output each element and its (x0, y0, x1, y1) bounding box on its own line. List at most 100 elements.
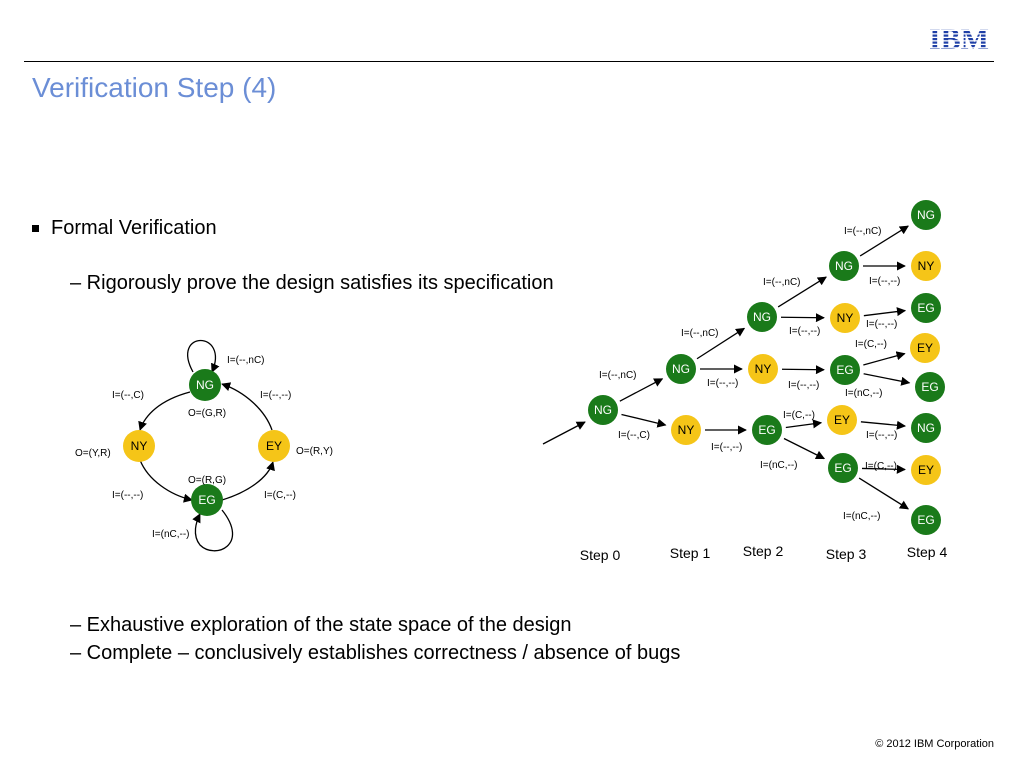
tree-node-s3e (828, 453, 858, 483)
tree-node-label-s3c: EG (836, 363, 853, 377)
fsm-state-ng (189, 369, 221, 401)
tree-edges: I=(--,nC) I=(--,C) I=(--,nC) I=(--,--) I=(--… (599, 225, 911, 522)
fsm-state-ng-label: NG (196, 378, 214, 392)
tree-node-s4a (911, 200, 941, 230)
tree-edge-label-s1a-s2a: I=(--,nC) (681, 328, 719, 339)
tree-step-label-1: Step 1 (670, 545, 711, 561)
tree-edge-s3d-s4f (860, 420, 907, 430)
tree-node-label-s2b: NY (755, 362, 772, 376)
fsm-state-ny-label: NY (131, 439, 148, 453)
tree-node-s4h (911, 505, 941, 535)
fsm-label-ng-ng: I=(--,nC) (227, 355, 265, 366)
tree-edge-s3e-s4g (861, 464, 906, 474)
tree-edge-label-s2a-s3a: I=(--,nC) (763, 277, 801, 288)
tree-edge-s3b-s4c (863, 307, 907, 317)
tree-node-s3d (827, 405, 857, 435)
tree-node-label-s0: NG (594, 403, 612, 417)
fsm-label-ny-eg: I=(--,--) (112, 490, 143, 501)
tree-edge-label-s3e-s4g: I=(C,--) (865, 461, 897, 472)
tree-edge-label-s1a-s2b: I=(--,--) (707, 378, 738, 389)
tree-node-label-s3e: EG (834, 461, 851, 475)
tree-edge-label-s2b-s3c: I=(--,--) (788, 380, 819, 391)
tree-edge-label-s2a-s3b: I=(--,--) (789, 326, 820, 337)
fsm-diagram: I=(--,nC) I=(--,C) I=(--,--) I=(--,--) I… (75, 340, 333, 552)
tree-edge-label-s3e-s4h: I=(nC,--) (843, 511, 881, 522)
tree-node-s1a (666, 354, 696, 384)
sub-bullet-rigorous: – Rigorously prove the design satisfies … (70, 272, 554, 294)
tree-edge-s3c-s4e (863, 373, 911, 386)
header-rule (24, 61, 994, 62)
tree-node-s1b (671, 415, 701, 445)
fsm-state-ny (123, 430, 155, 462)
bullet-formal-verification: Formal Verification (32, 217, 217, 240)
ibm-logo: IBM (929, 24, 989, 52)
tree-edge-s2c-s3e (783, 437, 826, 460)
tree-node-s2a (747, 302, 777, 332)
tree-step-label-0: Step 0 (580, 547, 621, 563)
tree-node-label-s3b: NY (837, 311, 854, 325)
tree-node-s4b (911, 251, 941, 281)
fsm-output-ny: O=(Y,R) (75, 448, 111, 459)
tree-edge-s2a-s3a (777, 276, 827, 308)
tree-node-s3a (829, 251, 859, 281)
tree-node-label-s4h: EG (917, 513, 934, 527)
tree-node-s4g (911, 455, 941, 485)
fsm-state-eg (191, 484, 223, 516)
tree-node-s0 (588, 395, 618, 425)
tree-node-label-s3d: EY (834, 413, 850, 427)
tree-step-label-2: Step 2 (743, 543, 784, 559)
fsm-edge-ng-ng (187, 340, 220, 373)
tree-node-label-s1b: NY (678, 423, 695, 437)
fsm-output-ng: O=(G,R) (188, 408, 226, 419)
tree-step-label-4: Step 4 (907, 544, 948, 560)
fsm-state-ey-label: EY (266, 439, 282, 453)
tree-node-label-s4c: EG (917, 301, 934, 315)
tree-edge-label-s2c-s3e: I=(nC,--) (760, 460, 798, 471)
svg-text:IBM: IBM (929, 24, 989, 52)
tree-node-s4e (915, 372, 945, 402)
tree-edge-s3a-s4a (859, 225, 909, 257)
tree-node-label-s4e: EG (921, 380, 938, 394)
tree-initial-arrow (542, 421, 586, 445)
fsm-state-eg-label: EG (198, 493, 215, 507)
tree-node-s2c (752, 415, 782, 445)
tree-edge-s2a-s3b (780, 313, 825, 323)
tree-edge-label-s3c-s4d: I=(C,--) (855, 339, 887, 350)
tree-step-label-3: Step 3 (826, 546, 867, 562)
tree-edge-label-s0-s1b: I=(--,C) (618, 430, 650, 441)
tree-step-labels: Step 0 Step 1 Step 2 Step 3 Step 4 (580, 543, 948, 563)
tree-node-label-s4f: NG (917, 421, 935, 435)
tree-node-s2b (748, 354, 778, 384)
fsm-label-eg-eg: I=(nC,--) (152, 529, 190, 540)
slide-title: Verification Step (4) (32, 72, 277, 103)
tree-node-label-s4d: EY (917, 341, 933, 355)
tree-edge-label-s3b-s4c: I=(--,--) (866, 319, 897, 330)
tree-edge-label-s3a-s4b: I=(--,--) (869, 276, 900, 287)
tree-edge-s0-s1b (621, 413, 667, 428)
fsm-edge-ng-ny (138, 391, 191, 431)
fsm-edge-ey-ng (221, 382, 273, 431)
tree-node-label-s4a: NG (917, 208, 935, 222)
tree-node-s4c (911, 293, 941, 323)
fsm-edge-ny-eg (139, 459, 193, 503)
tree-node-s4d (910, 333, 940, 363)
fsm-label-ey-ng: I=(--,--) (260, 390, 291, 401)
footer-copyright: © 2012 IBM Corporation (875, 738, 994, 750)
bullet-square-icon (32, 225, 39, 232)
tree-edge-label-s3a-s4a: I=(--,nC) (844, 226, 882, 237)
tree-edge-s2b-s3c (781, 365, 825, 375)
sub-bullet-exhaustive: – Exhaustive exploration of the state sp… (70, 614, 572, 636)
fsm-output-eg: O=(R,G) (188, 475, 226, 486)
fsm-edge-eg-ey (221, 461, 275, 501)
tree-edge-label-s3d-s4f: I=(--,--) (866, 430, 897, 441)
tree-node-s3b (830, 303, 860, 333)
tree-node-s4f (911, 413, 941, 443)
fsm-edge-eg-eg (192, 509, 234, 552)
tree-edge-label-s2c-s3d: I=(C,--) (783, 410, 815, 421)
tree-node-label-s4g: EY (918, 463, 934, 477)
tree-node-label-s2a: NG (753, 310, 771, 324)
bullet-text: Formal Verification (51, 217, 217, 239)
tree-node-label-s3a: NG (835, 259, 853, 273)
tree-edge-label-s0-s1a: I=(--,nC) (599, 370, 637, 381)
